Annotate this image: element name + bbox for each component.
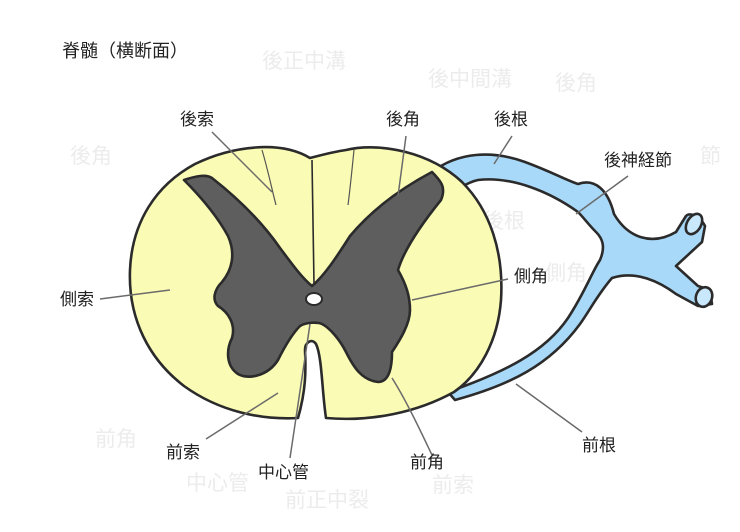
label-posterior-funiculus: 後索	[180, 110, 214, 130]
leader-posterior-funiculus	[211, 131, 273, 193]
leader-posterior-root	[493, 135, 513, 165]
leader-central-canal	[289, 323, 311, 459]
leader-anterior-funiculus	[205, 392, 279, 440]
posterior-intermediate-sulcus-left	[261, 149, 277, 206]
label-lateral-funiculus: 側索	[60, 290, 94, 310]
label-lateral-horn: 側角	[514, 267, 548, 287]
label-anterior-horn: 前角	[410, 453, 444, 473]
faint-text: 後角	[555, 71, 597, 95]
faint-text: 節	[700, 144, 721, 168]
diagram-title: 脊髄（横断面）	[62, 41, 188, 62]
label-central-canal: 中心管	[258, 463, 309, 483]
leader-spinal-ganglion	[575, 175, 629, 215]
nerve-cut-end-lower	[694, 285, 714, 309]
faint-text: 後角	[70, 144, 112, 168]
leader-lines	[99, 131, 629, 459]
background-faint-text: 後正中溝 後中間溝 後角 後根 側角 前角 中心管 前正中裂 前索 後角 節	[70, 49, 721, 512]
gray-matter	[182, 170, 445, 384]
label-spinal-ganglion: 後神経節	[604, 151, 672, 171]
leader-lateral-funiculus	[99, 289, 171, 300]
posterior-intermediate-sulcus-right	[347, 149, 355, 206]
faint-text: 前正中裂	[285, 488, 369, 512]
leader-anterior-horn	[391, 377, 433, 456]
leader-posterior-horn	[397, 135, 407, 197]
faint-text: 後正中溝	[262, 49, 346, 73]
label-anterior-funiculus: 前索	[166, 443, 200, 463]
nerve-cut-end-upper	[684, 212, 704, 236]
faint-text: 中心管	[186, 471, 249, 495]
faint-text: 前索	[432, 473, 474, 497]
leader-lateral-horn	[411, 278, 509, 301]
label-posterior-root: 後根	[494, 110, 528, 130]
label-posterior-horn: 後角	[386, 110, 420, 130]
labels: 後索 後角 後根 後神経節 側索 側角 前索 中心管 前角 前根	[60, 110, 672, 483]
label-anterior-root: 前根	[582, 436, 616, 456]
faint-text: 前角	[95, 427, 137, 451]
faint-text: 後中間溝	[428, 67, 512, 91]
faint-text: 側角	[545, 261, 587, 285]
central-canal	[305, 292, 323, 306]
leader-anterior-root	[515, 383, 583, 433]
posterior-median-sulcus	[311, 159, 315, 285]
